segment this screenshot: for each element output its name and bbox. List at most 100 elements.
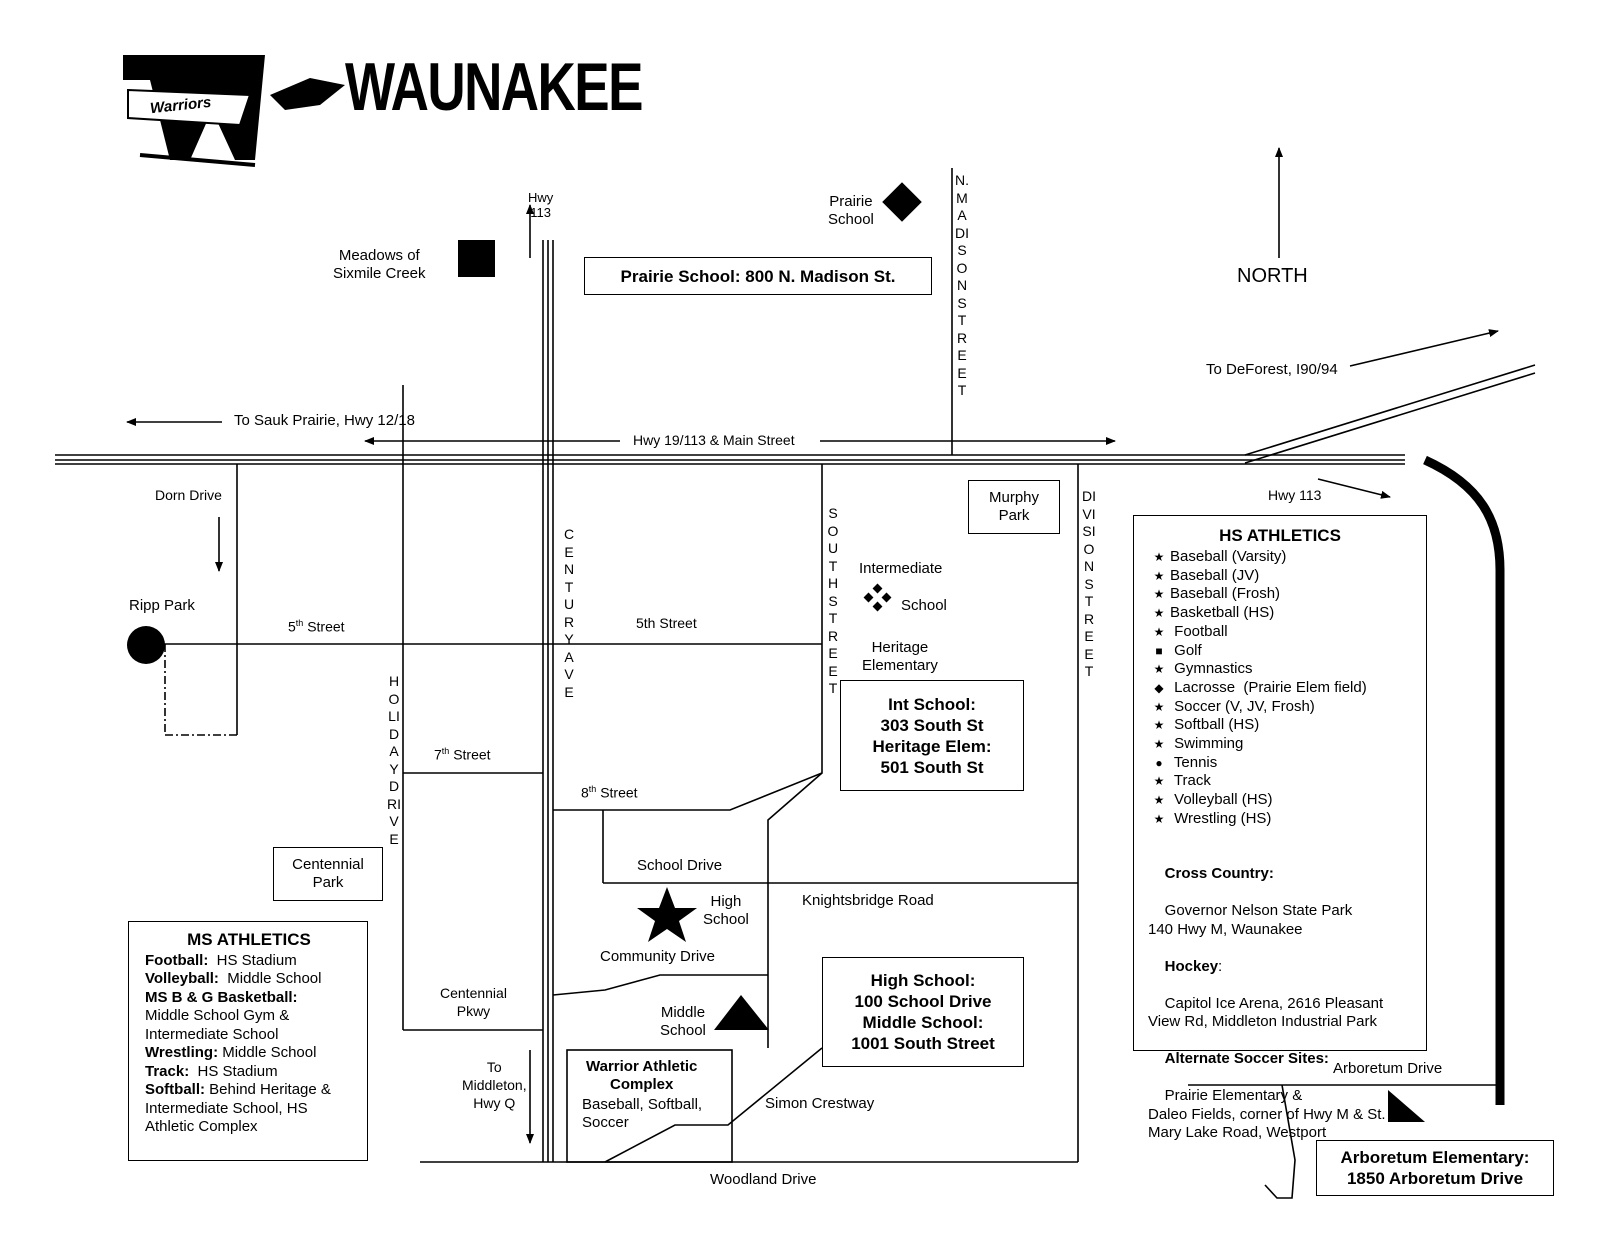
ms-row: Softball: Behind Heritage & (145, 1081, 353, 1100)
hs-sport-item: ★ Swimming (1148, 735, 1412, 754)
ms-row-label: Volleyball: (145, 970, 219, 987)
ms-row-text: HS Stadium (189, 1062, 278, 1080)
cross-country-text: Governor Nelson State Park 140 Hwy M, Wa… (1148, 902, 1353, 938)
arboretum-drive-label: Arboretum Drive (1333, 1060, 1443, 1077)
ms-row: Intermediate School (145, 1026, 353, 1045)
ms-row-text: Behind Heritage & (205, 1081, 331, 1098)
main-street-label: Hwy 19/113 & Main Street (633, 432, 795, 448)
int-address-text: Int School: 303 South St Heritage Elem: … (872, 694, 992, 777)
sport-label: Football (1170, 622, 1228, 640)
hs-athletics-list: ★Baseball (Varsity)★Baseball (JV)★Baseba… (1148, 548, 1412, 829)
ms-row-text: Middle School (218, 970, 322, 987)
century-ave-label: CENTURY AVE (563, 526, 575, 700)
sport-symbol-icon: ★ (1153, 793, 1165, 808)
warrior-complex-title: Warrior Athletic Complex (586, 1058, 698, 1093)
community-drive-label: Community Drive (600, 948, 716, 965)
hs-athletics-extra: Cross Country: Governor Nelson State Par… (1148, 865, 1386, 1142)
sport-symbol-icon: ■ (1155, 643, 1163, 658)
ms-row-text: Athletic Complex (145, 1118, 258, 1135)
sport-label: Softball (HS) (1170, 716, 1260, 734)
intermediate-school-label: School (901, 597, 947, 614)
ms-row: Volleyball: Middle School (145, 970, 353, 989)
eighth-street-label: 8th Street (581, 784, 638, 801)
prairie-address-box: Prairie School: 800 N. Madison St. (584, 257, 932, 295)
division-street-label: DIVISION STREET (1082, 488, 1096, 679)
alt-soccer-label: Alternate Soccer Sites: (1164, 1050, 1329, 1068)
prairie-address-text: Prairie School: 800 N. Madison St. (620, 266, 896, 286)
dorn-drive-label: Dorn Drive (155, 487, 222, 503)
hs-sport-item: ★ Football (1148, 623, 1412, 642)
ms-row-text: Intermediate School (145, 1025, 279, 1043)
middle-school-label: Middle School (660, 1004, 706, 1039)
sport-label: Baseball (Frosh) (1170, 585, 1281, 603)
murphy-park-label: Murphy Park (988, 489, 1040, 524)
sport-symbol-icon: ◆ (1154, 680, 1164, 695)
deforest-highway (1244, 364, 1536, 456)
sport-label: Swimming (1170, 735, 1244, 753)
hwy113-north-label: Hwy 113 (528, 190, 554, 220)
ms-row: Track: HS Stadium (145, 1063, 353, 1082)
sport-label: Track (1170, 772, 1211, 790)
ms-athletics-title: MS ATHLETICS (187, 930, 311, 949)
intermediate-school-icon (863, 583, 892, 612)
sport-symbol-icon: ★ (1153, 811, 1165, 826)
hs-sport-item: ★ Gymnastics (1148, 660, 1412, 679)
hs-athletics-title: HS ATHLETICS (1219, 526, 1341, 545)
sport-label: Tennis (1170, 753, 1218, 771)
ms-row-label: MS B & G Basketball: (145, 988, 298, 1006)
north-label: NORTH (1237, 265, 1308, 287)
warrior-complex-sub: Baseball, Softball, Soccer (582, 1096, 703, 1131)
deforest-label: To DeForest, I90/94 (1206, 361, 1338, 378)
sport-symbol-icon: ● (1155, 755, 1163, 770)
sport-symbol-icon: ★ (1153, 774, 1165, 789)
hockey-label: Hockey (1164, 957, 1219, 975)
knightsbridge-label: Knightsbridge Road (802, 892, 934, 909)
map-title: WAUNAKEE (345, 49, 643, 125)
sport-symbol-icon: ★ (1153, 550, 1165, 564)
ripp-park-icon (127, 626, 165, 664)
sport-label: Baseball (JV) (1170, 566, 1260, 584)
hwy113-east-label: Hwy 113 (1268, 487, 1322, 503)
hs-sport-item: ● Tennis (1148, 754, 1412, 773)
hs-sport-item: ◆ Lacrosse (Prairie Elem field) (1148, 679, 1412, 698)
arrowhead-w-logo (123, 55, 345, 167)
hs-address-text: High School: 100 School Drive Middle Sch… (851, 971, 995, 1053)
ms-row-text: Middle School Gym & (145, 1007, 290, 1024)
middle-school-triangle-icon (714, 995, 769, 1030)
ms-row-text: Middle School (218, 1044, 317, 1061)
middleton-label: To Middleton, Hwy Q (462, 1059, 527, 1111)
ms-row: MS B & G Basketball: (145, 989, 353, 1008)
ms-row-text: Intermediate School, HS (145, 1099, 308, 1117)
hs-sport-item: ★ Soccer (V, JV, Frosh) (1148, 698, 1412, 717)
ms-row: Middle School Gym & (145, 1007, 353, 1026)
sport-symbol-icon: ★ (1153, 568, 1165, 583)
arboretum-triangle-icon (1388, 1090, 1425, 1122)
arboretum-address-box: Arboretum Elementary: 1850 Arboretum Dri… (1316, 1140, 1554, 1196)
hs-sport-item: ★ Track (1148, 772, 1412, 791)
sport-label: Basketball (HS) (1170, 604, 1275, 622)
ripp-park-label: Ripp Park (129, 597, 195, 614)
centennial-pkwy-label: Centennial Pkwy (440, 985, 507, 1019)
ms-row: Football: HS Stadium (145, 952, 353, 971)
meadows-square-icon (458, 240, 495, 277)
sport-symbol-icon: ★ (1153, 699, 1165, 714)
woodland-drive-label: Woodland Drive (710, 1171, 817, 1188)
arboretum-address-text: Arboretum Elementary: 1850 Arboretum Dri… (1340, 1148, 1530, 1188)
sport-label: Soccer (V, JV, Frosh) (1170, 697, 1315, 715)
sport-symbol-icon: ★ (1153, 587, 1165, 602)
fifth-street-west-label: 5th Street (288, 618, 345, 635)
sauk-prairie-label: To Sauk Prairie, Hwy 12/18 (234, 412, 415, 429)
sport-symbol-icon: ★ (1153, 718, 1165, 733)
south-street-label: SOUTH STREET (827, 505, 839, 696)
sport-label: Lacrosse (Prairie Elem field) (1170, 678, 1367, 696)
hs-sport-item: ★Baseball (Varsity) (1148, 548, 1412, 567)
murphy-park-box: Murphy Park (968, 480, 1060, 534)
ms-row-label: Track: (145, 1062, 190, 1080)
hs-sport-item: ★ Wrestling (HS) (1148, 810, 1412, 829)
sport-symbol-icon: ★ (1153, 606, 1165, 621)
sport-label: Wrestling (HS) (1170, 809, 1272, 827)
sport-label: Gymnastics (1170, 660, 1253, 678)
